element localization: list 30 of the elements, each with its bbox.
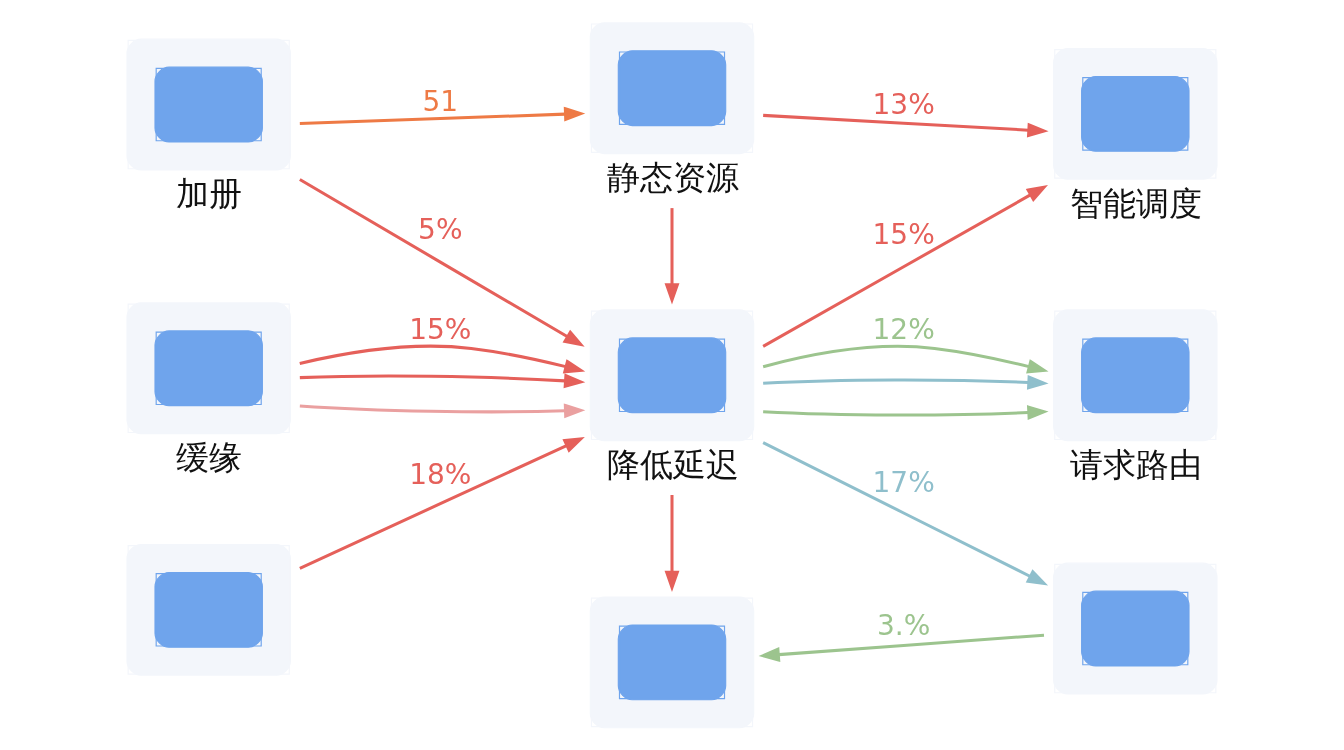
- arrow: [299, 344, 586, 374]
- arrow: [299, 178, 585, 347]
- edge-label: 18%: [409, 458, 472, 492]
- edge-label: 15%: [872, 217, 935, 251]
- edge-label: 15%: [409, 313, 472, 347]
- arrow: [762, 344, 1049, 374]
- node-label: 请求路由: [1069, 446, 1202, 485]
- arrow: [762, 441, 1049, 586]
- edge-label: 5%: [418, 212, 463, 246]
- edge-label: 17%: [872, 466, 935, 500]
- arrow: [664, 495, 680, 592]
- edge-label: 12%: [872, 313, 935, 347]
- arrow: [763, 375, 1049, 390]
- arrow: [763, 113, 1049, 138]
- edge-label: 51: [422, 84, 459, 118]
- arrow: [763, 405, 1049, 420]
- node-label: 缓缘: [176, 439, 243, 478]
- arrow: [762, 184, 1048, 348]
- node-label: 降低延迟: [606, 446, 739, 485]
- edge-label: 3.%: [876, 608, 931, 642]
- arrow: [299, 373, 586, 389]
- arrow: [299, 403, 586, 419]
- node-label: 智能调度: [1069, 184, 1202, 223]
- arrow: [758, 633, 1045, 662]
- node-label: 静态资源: [606, 159, 739, 198]
- arrow: [299, 437, 585, 570]
- arrow: [299, 106, 586, 126]
- arrow: [664, 208, 680, 305]
- edge-label: 13%: [872, 88, 935, 122]
- node-label: 加册: [176, 175, 243, 214]
